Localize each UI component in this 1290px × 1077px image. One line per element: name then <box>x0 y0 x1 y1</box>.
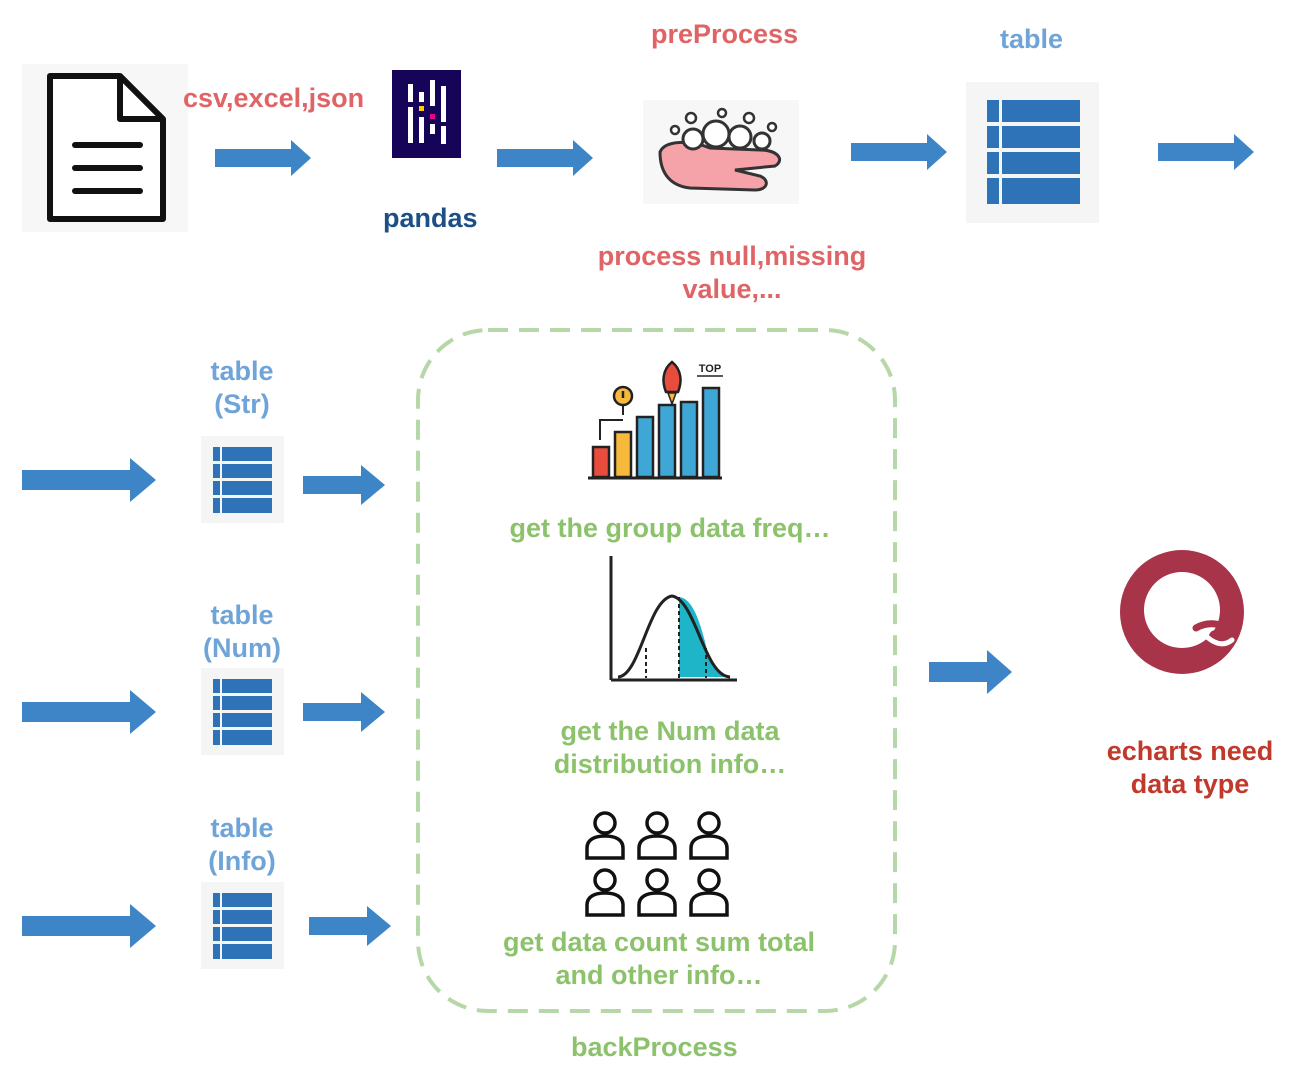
table-str-icon <box>201 436 284 523</box>
washing-hand-icon <box>643 100 799 204</box>
top-table-label: table <box>1000 24 1064 54</box>
table-info-icon <box>201 882 284 969</box>
pandas-logo-icon <box>392 70 461 158</box>
echarts-logo-icon <box>1120 550 1244 674</box>
arrow-preprocess-to-table <box>851 134 947 170</box>
table-num-label-line-1: table <box>210 600 274 630</box>
preprocess-title: preProcess <box>651 19 799 49</box>
num-distribution-caption-line-1: get the Num data <box>560 716 780 746</box>
table-info-label: table (Info) <box>192 812 292 878</box>
arrow-str-to-back <box>303 465 385 505</box>
echarts-caption: echarts need data type <box>1090 735 1290 801</box>
arrow-table-out <box>1158 134 1254 170</box>
arrow-into-num <box>22 690 156 734</box>
arrow-pandas-to-preprocess <box>497 140 593 176</box>
pandas-label: pandas <box>383 203 478 233</box>
bar-chart-growth-icon: TOP <box>588 360 723 480</box>
arrow-into-info <box>22 904 156 948</box>
top-badge-text: TOP <box>699 363 721 375</box>
table-icon <box>966 82 1099 223</box>
normal-distribution-icon <box>609 556 737 682</box>
arrow-into-str <box>22 458 156 502</box>
arrow-doc-to-pandas <box>215 140 311 176</box>
group-freq-caption: get the group data freq… <box>509 513 831 543</box>
table-str-label-line-1: table <box>210 356 274 386</box>
table-info-label-line-2: (Info) <box>208 846 276 876</box>
source-formats-label: csv,excel,json <box>183 83 365 113</box>
preprocess-caption-line-2: value,... <box>682 274 782 304</box>
echarts-caption-line-2: data type <box>1130 769 1250 799</box>
num-distribution-caption: get the Num data distribution info… <box>470 715 870 781</box>
count-info-caption: get data count sum total and other info… <box>459 926 859 992</box>
people-group-icon <box>585 811 729 917</box>
table-num-icon <box>201 668 284 755</box>
preprocess-caption: process null,missing value,... <box>592 240 872 306</box>
arrow-num-to-back <box>303 692 385 732</box>
count-info-caption-line-1: get data count sum total <box>502 927 816 957</box>
arrow-info-to-back <box>309 906 391 946</box>
num-distribution-caption-line-2: distribution info… <box>553 749 787 779</box>
arrow-back-to-echarts <box>929 650 1012 694</box>
echarts-caption-line-1: echarts need <box>1106 736 1274 766</box>
table-info-label-line-1: table <box>210 813 274 843</box>
table-num-label: table (Num) <box>192 599 292 665</box>
backprocess-title: backProcess <box>571 1032 738 1062</box>
count-info-caption-line-2: and other info… <box>555 960 763 990</box>
table-str-label: table (Str) <box>192 355 292 421</box>
document-icon <box>22 64 188 232</box>
table-num-label-line-2: (Num) <box>203 633 281 663</box>
preprocess-caption-line-1: process null,missing <box>597 241 867 271</box>
table-str-label-line-2: (Str) <box>214 389 270 419</box>
backprocess-container <box>416 328 897 1013</box>
